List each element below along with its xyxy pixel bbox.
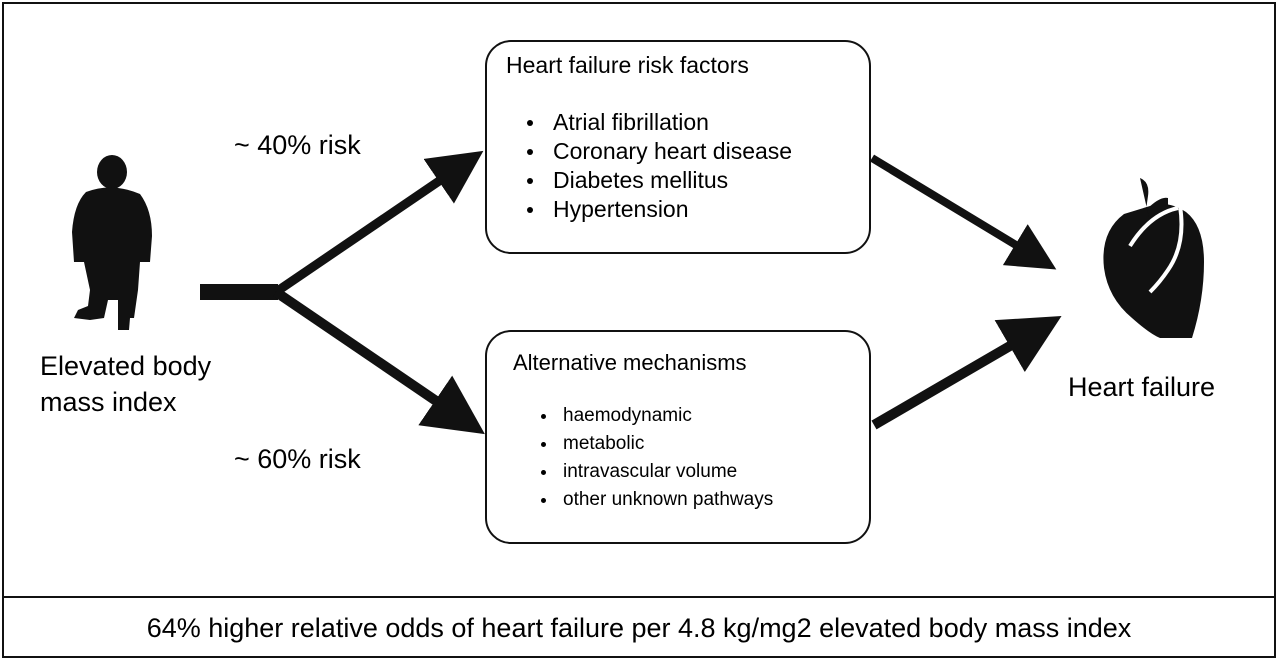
mechanisms-title: Alternative mechanisms xyxy=(513,350,747,375)
person-silhouette-icon xyxy=(72,155,152,330)
arrow-to-mechanisms xyxy=(273,287,485,435)
footer-caption: 64% higher relative odds of heart failur… xyxy=(146,612,1132,643)
diagram-canvas xyxy=(72,150,1204,435)
top-path-risk-label: ~ 40% risk xyxy=(234,130,361,160)
mechanisms-box: Alternative mechanisms haemodynamic meta… xyxy=(485,330,871,544)
heart-icon xyxy=(1103,178,1204,338)
list-item: Atrial fibrillation xyxy=(526,108,792,137)
list-item: metabolic xyxy=(540,430,773,458)
list-item: Coronary heart disease xyxy=(526,138,793,164)
source-label: Elevated body mass index xyxy=(40,348,211,420)
source-stem xyxy=(200,284,278,300)
outcome-label: Heart failure xyxy=(1068,372,1216,402)
risk-factors-title: Heart failure risk factors xyxy=(506,52,749,78)
footer-divider xyxy=(2,596,1276,598)
arrow-to-risk-factors xyxy=(273,150,484,296)
list-item: other unknown pathways xyxy=(540,486,773,514)
arrow-mechanisms-to-heart xyxy=(871,315,1062,430)
bottom-path-risk-label: ~ 60% risk xyxy=(234,444,361,474)
list-item: haemodynamic xyxy=(540,402,773,430)
risk-factors-list: Atrial fibrillation Coronary heart disea… xyxy=(526,108,793,224)
list-item: intravascular volume xyxy=(540,458,773,486)
source-label-line1: Elevated body xyxy=(40,351,212,381)
list-item: Hypertension xyxy=(526,195,792,224)
mechanisms-list: haemodynamic metabolic intravascular vol… xyxy=(540,402,773,514)
source-label-line2: mass index xyxy=(40,387,177,417)
arrow-risk-factors-to-heart xyxy=(869,154,1057,270)
risk-factors-box: Heart failure risk factors Atrial fibril… xyxy=(485,40,871,254)
list-item: Diabetes mellitus xyxy=(526,166,792,195)
